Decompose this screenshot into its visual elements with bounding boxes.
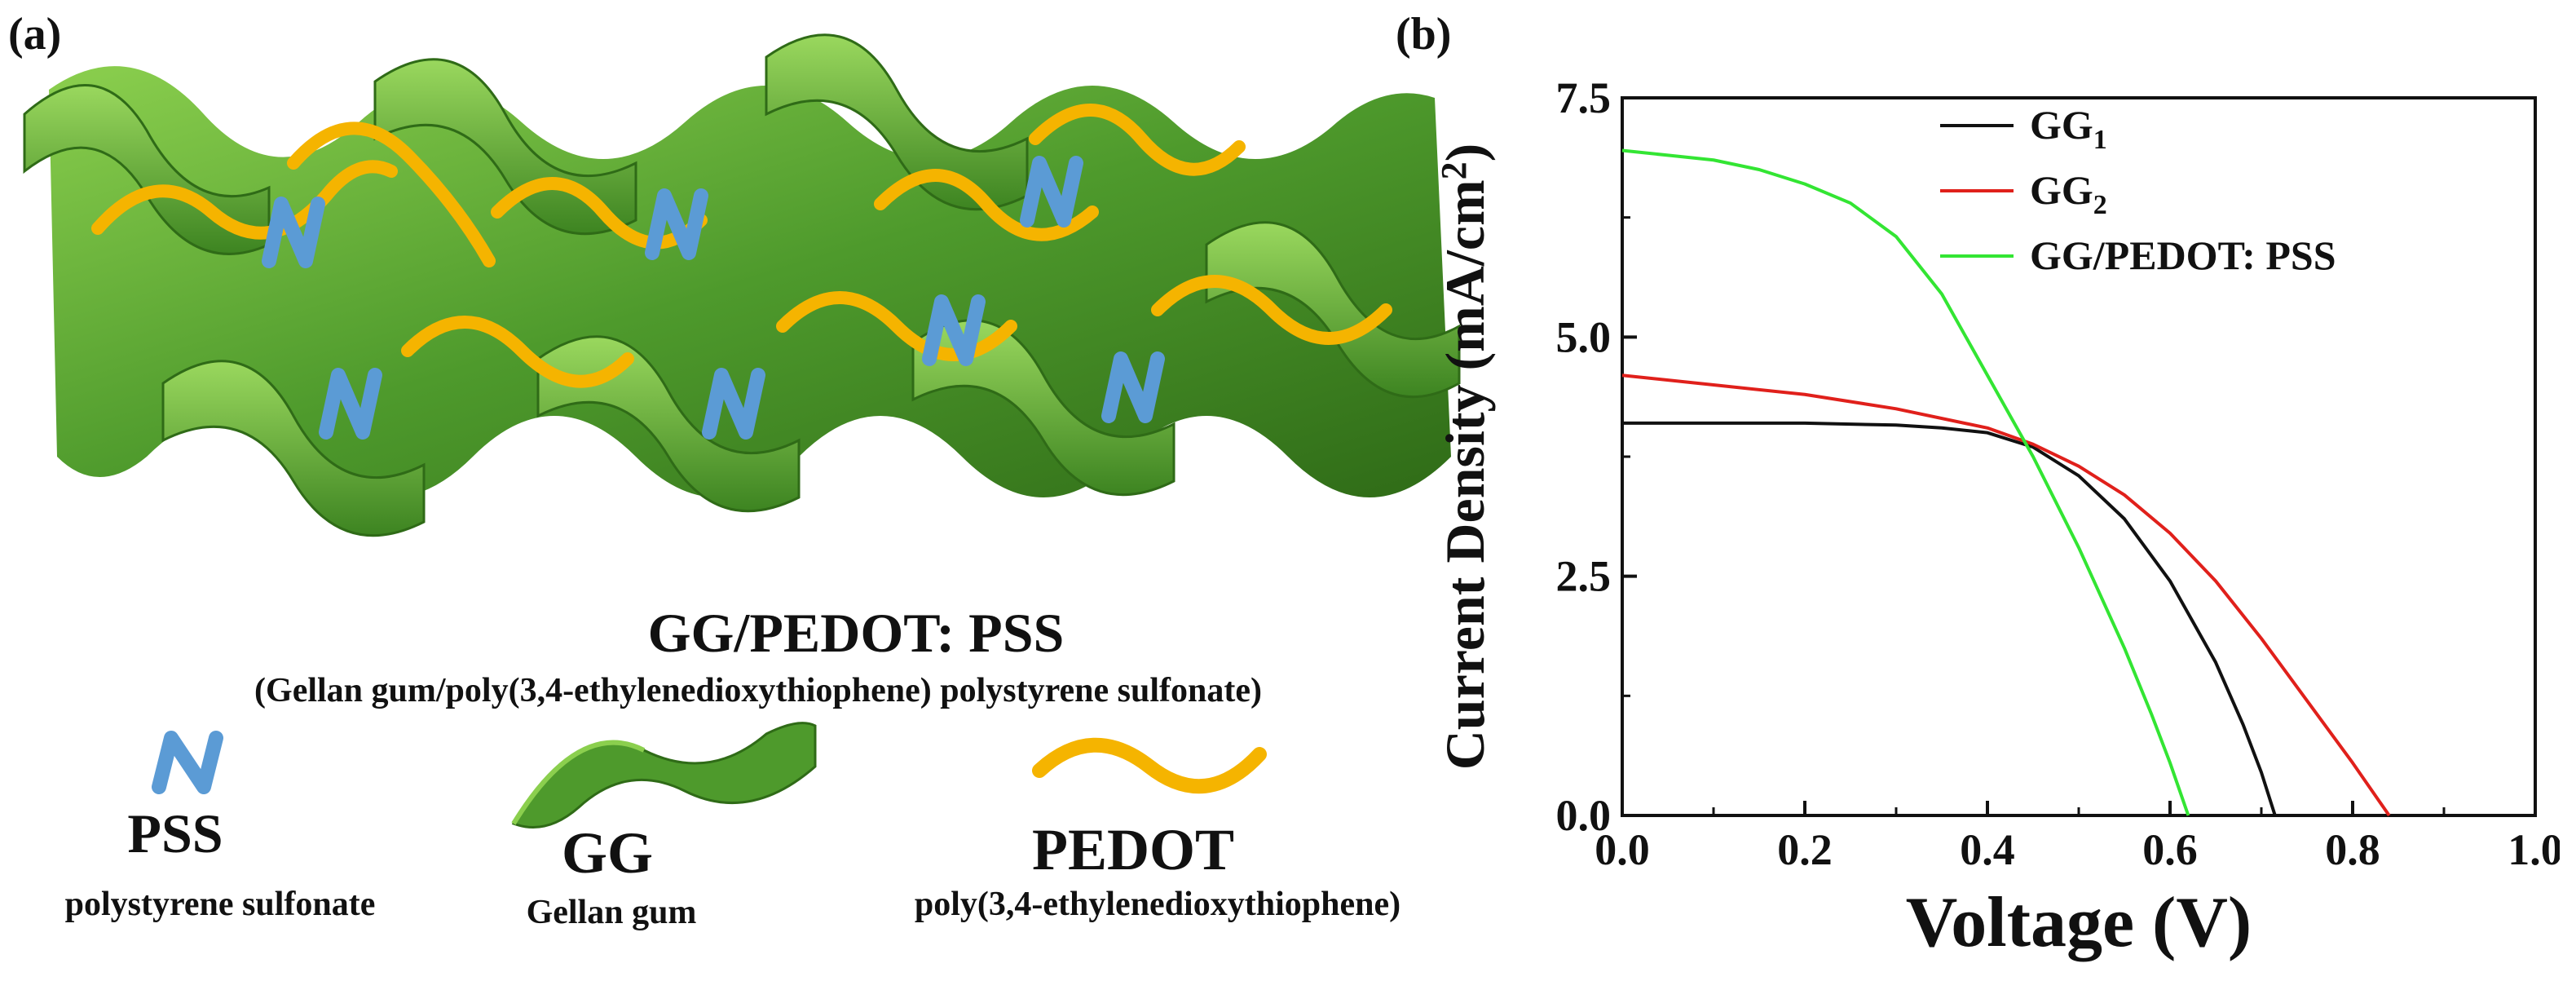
jv-curve-chart: 0.0 0.2 0.4 0.6 0.8 1.0 0.0 2.5 5.0 7.5 GG1 GG2 … xyxy=(1434,73,2560,962)
pss-legend-abbr: PSS xyxy=(127,802,223,864)
pss-legend-name: polystyrene sulfonate xyxy=(64,886,376,923)
x-tick-label: 1.0 xyxy=(2508,825,2560,874)
series-line-1 xyxy=(1621,373,2391,817)
y-tick-label: 7.5 xyxy=(1556,73,1612,122)
series-line-0 xyxy=(1622,421,2277,816)
y-tick-label: 5.0 xyxy=(1556,312,1612,361)
y-axis-label: Current Density (mA/cm2) xyxy=(1434,144,1496,771)
series-lines xyxy=(1621,148,2391,817)
x-tick-label: 0.8 xyxy=(2325,825,2380,874)
gellan-gum-sheet-icon xyxy=(511,722,817,829)
y-tick-label: 2.5 xyxy=(1556,552,1612,601)
pedot-wave-icon xyxy=(1032,737,1267,794)
chart-legend: GG1 GG2 GG/PEDOT: PSS xyxy=(1940,102,2336,278)
x-tick-label: 0.0 xyxy=(1595,825,1650,874)
x-tick-labels: 0.0 0.2 0.4 0.6 0.8 1.0 xyxy=(1595,825,2560,874)
gg-legend-name: Gellan gum xyxy=(526,894,697,931)
legend-gg1-base: GG xyxy=(2030,102,2093,148)
gg-pedot-pss-structure-illustration xyxy=(23,33,1461,537)
y-axis-label-sup: 2 xyxy=(1434,161,1474,179)
legend-gg1-sub: 1 xyxy=(2093,125,2107,155)
pss-n-shape-icon xyxy=(152,731,223,794)
gellan-gum-sheet-back xyxy=(49,66,1451,498)
panel-b-label: (b) xyxy=(1396,9,1452,60)
illustration-subtitle: (Gellan gum/poly(3,4-ethylenedioxythioph… xyxy=(254,672,1262,709)
legend-gg2-sub: 2 xyxy=(2093,190,2107,220)
legend-label-gg-pedot-pss: GG/PEDOT: PSS xyxy=(2030,232,2336,278)
y-axis-label-end: ) xyxy=(1434,144,1496,162)
legend-label-gg2: GG2 xyxy=(2030,167,2107,220)
illustration-title: GG/PEDOT: PSS xyxy=(647,602,1065,664)
y-tick-label: 0.0 xyxy=(1556,791,1612,840)
x-tick-label: 0.4 xyxy=(1960,825,2015,874)
legend-label-gg1: GG1 xyxy=(2030,102,2107,155)
y-axis-label-main: Current Density (mA/cm xyxy=(1434,179,1496,770)
series-line-2 xyxy=(1621,148,2190,816)
pedot-legend-name: poly(3,4-ethylenedioxythiophene) xyxy=(914,886,1401,923)
gg-legend-abbr: GG xyxy=(561,820,653,886)
pedot-legend-abbr: PEDOT xyxy=(1031,817,1235,882)
y-tick-labels: 0.0 2.5 5.0 7.5 xyxy=(1556,73,1612,840)
axis-ticks xyxy=(1621,96,2537,817)
legend-gg2-base: GG xyxy=(2030,167,2093,213)
pss-chains xyxy=(262,156,1165,440)
pedot-chains xyxy=(91,104,1392,388)
x-axis-label: Voltage (V) xyxy=(1906,883,2252,962)
x-tick-label: 0.6 xyxy=(2142,825,2198,874)
panel-a-label: (a) xyxy=(8,9,62,60)
x-tick-label: 0.2 xyxy=(1777,825,1833,874)
